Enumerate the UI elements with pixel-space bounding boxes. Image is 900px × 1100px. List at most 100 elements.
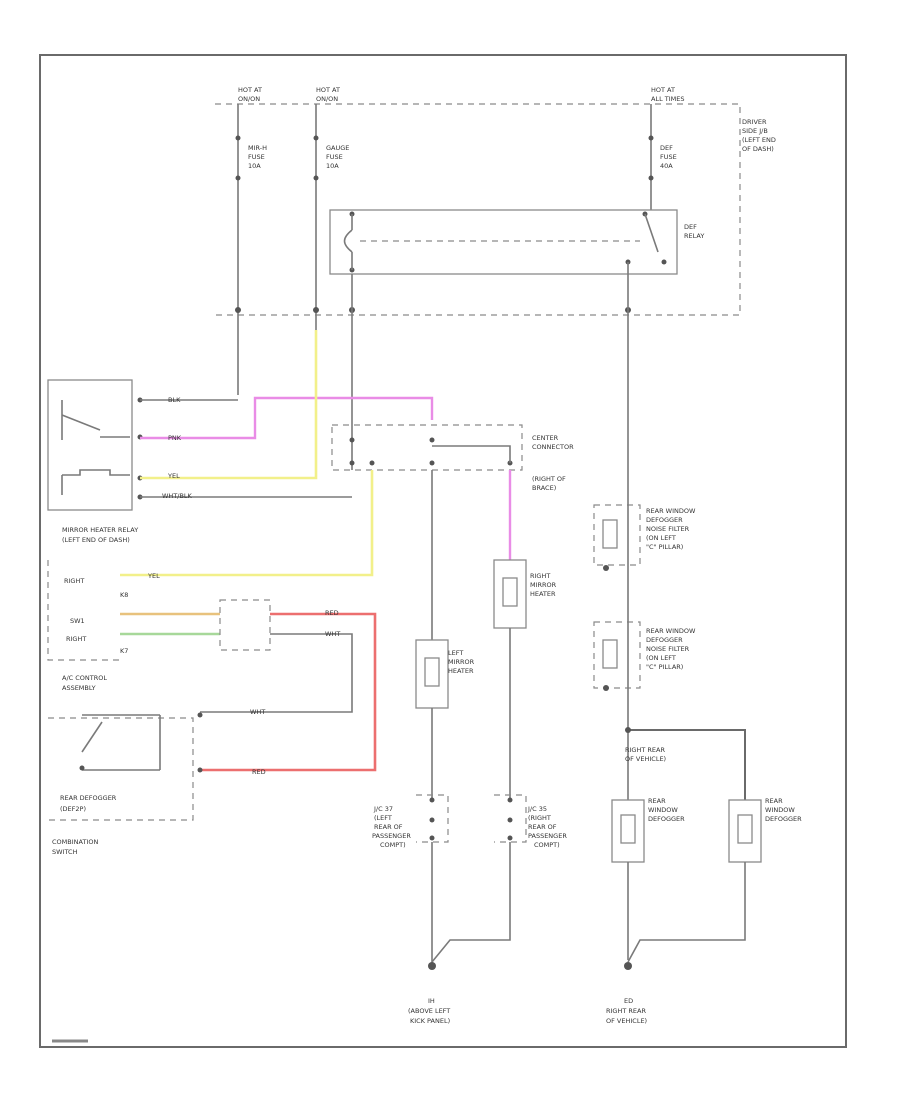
label-pin-right-2: RIGHT xyxy=(66,635,86,643)
label-driver-side-3: (LEFT END xyxy=(742,136,776,144)
label-pin-k7: K7 xyxy=(120,647,128,655)
label-wire-blk-1: BLK xyxy=(168,396,181,404)
label-center-conn-1: CENTER xyxy=(532,434,559,442)
center-connector xyxy=(331,424,523,471)
label-rwd-noise-2c: NOISE FILTER xyxy=(646,645,690,653)
label-jc-left-1: J/C 37 xyxy=(373,805,393,813)
label-rear-window-def-1a: REAR xyxy=(648,797,666,805)
label-jc-right-2: (RIGHT xyxy=(528,814,551,822)
label-ground-right-1: ED xyxy=(624,997,633,1005)
label-jc-right-3: REAR OF xyxy=(528,823,557,831)
label-wire-red-1: RED xyxy=(325,609,339,617)
label-ac-control-2: ASSEMBLY xyxy=(62,684,96,692)
label-center-conn-2: CONNECTOR xyxy=(532,443,574,451)
top-feed-wires xyxy=(235,104,654,470)
label-wire-wht-1: WHT xyxy=(325,630,340,638)
driver-side-jb-box xyxy=(215,103,741,316)
label-rwd-noise-2b: DEFOGGER xyxy=(646,636,683,644)
label-center-conn-4: BRACE) xyxy=(532,484,556,492)
label-hot-at-2: HOT AT xyxy=(316,86,340,94)
label-rwd-noise-1c: NOISE FILTER xyxy=(646,525,690,533)
label-ground-left-2: (ABOVE LEFT xyxy=(408,1007,450,1015)
diagram-frame xyxy=(39,54,847,1048)
label-rwd-noise-1b: DEFOGGER xyxy=(646,516,683,524)
label-fuse-mirh-2: FUSE xyxy=(248,153,265,161)
label-mirror-relay-1: MIRROR HEATER RELAY xyxy=(62,526,138,534)
label-rwd-noise-1a: REAR WINDOW xyxy=(646,507,696,515)
ground-ed xyxy=(624,962,632,970)
label-ground-right-2: RIGHT REAR xyxy=(606,1007,646,1015)
label-rwd-noise-2d: (ON LEFT xyxy=(646,654,676,662)
label-center-conn-3: (RIGHT OF xyxy=(532,475,566,483)
label-wire-pnk-1: PNK xyxy=(168,434,182,442)
label-pin-sw1: SW1 xyxy=(70,617,85,625)
label-driver-side-2: SIDE J/B xyxy=(742,127,768,135)
label-pin-k8: K8 xyxy=(120,591,128,599)
label-jc-left-3: REAR OF xyxy=(374,823,403,831)
label-rwd-noise-2e: "C" PILLAR) xyxy=(646,663,683,671)
label-rear-window-def-1c: DEFOGGER xyxy=(648,815,685,823)
label-ground-left-3: KICK PANEL) xyxy=(410,1017,450,1025)
label-right-mirror-3: HEATER xyxy=(530,590,556,598)
wire-yel-combo xyxy=(120,470,374,577)
label-combo-switch-2: SWITCH xyxy=(52,848,78,856)
label-rear-defogger-sw-2: (DEF2P) xyxy=(60,805,86,813)
right-mirror-heater xyxy=(493,559,527,800)
wire-yel-relay xyxy=(140,330,318,480)
label-rear-window-def-2a: REAR xyxy=(765,797,783,805)
label-driver-side-4: OF DASH) xyxy=(742,145,774,153)
label-rwd-noise-2a: REAR WINDOW xyxy=(646,627,696,635)
label-right-rear-2: OF VEHICLE) xyxy=(625,755,666,763)
label-pin-right: RIGHT xyxy=(64,577,84,585)
rear-window-defogger-noise-filter-1 xyxy=(593,500,641,620)
label-hot-at-3: HOT AT xyxy=(651,86,675,94)
label-fuse-gauge-2: FUSE xyxy=(326,153,343,161)
label-jc-right-5: COMPT) xyxy=(534,841,560,849)
label-ground-right-3: OF VEHICLE) xyxy=(606,1017,647,1025)
label-right-mirror-2: MIRROR xyxy=(530,581,557,589)
label-left-mirror-1: LEFT xyxy=(448,649,463,657)
label-jc-left-2: (LEFT xyxy=(374,814,392,822)
label-ac-control-1: A/C CONTROL xyxy=(62,674,107,682)
label-jc-right-4: PASSENGER xyxy=(528,832,567,840)
label-driver-side-1: DRIVER xyxy=(742,118,767,126)
label-rwd-noise-1e: "C" PILLAR) xyxy=(646,543,683,551)
label-rear-window-def-2c: DEFOGGER xyxy=(765,815,802,823)
label-fuse-def-3: 40A xyxy=(660,162,673,170)
label-wire-whtblk-1: WHT/BLK xyxy=(162,492,193,500)
label-hot-at-1b: ON/ON xyxy=(238,95,260,103)
mirror-heater-relay xyxy=(47,379,143,511)
jc-35 xyxy=(431,794,527,963)
label-fuse-def-2: FUSE xyxy=(660,153,677,161)
label-ground-left-1: IH xyxy=(428,997,435,1005)
label-hot-at-1: HOT AT xyxy=(238,86,262,94)
label-wire-red-2: RED xyxy=(252,768,266,776)
label-hot-at-3b: ALL TIMES xyxy=(651,95,684,103)
label-rwd-noise-1d: (ON LEFT xyxy=(646,534,676,542)
label-right-mirror-1: RIGHT xyxy=(530,572,550,580)
label-jc-left-4: PASSENGER xyxy=(372,832,411,840)
label-mirror-relay-2: (LEFT END OF DASH) xyxy=(62,536,130,544)
wire-pnk-relay xyxy=(140,396,434,440)
label-rear-defogger-sw-1: REAR DEFOGGER xyxy=(60,794,117,802)
left-mirror-heater xyxy=(415,639,449,800)
label-fuse-gauge-1: GAUGE xyxy=(326,144,349,152)
label-jc-left-5: COMPT) xyxy=(380,841,406,849)
jc-37 xyxy=(416,794,449,966)
rear-window-defogger-2 xyxy=(627,799,762,963)
label-rear-window-def-2b: WINDOW xyxy=(765,806,795,814)
label-wire-yel-1: YEL xyxy=(167,472,180,480)
label-def-relay-1: DEF xyxy=(684,223,697,231)
label-fuse-gauge-3: 10A xyxy=(326,162,339,170)
rear-window-defogger-noise-filter-2 xyxy=(593,620,641,800)
label-fuse-mirh-3: 10A xyxy=(248,162,261,170)
wire-blk-rear-split xyxy=(628,729,746,800)
label-fuse-mirh-1: MIR-H xyxy=(248,144,267,152)
ground-ih xyxy=(428,962,436,970)
label-wire-wht-2: WHT xyxy=(250,708,265,716)
label-rear-window-def-1b: WINDOW xyxy=(648,806,678,814)
combination-switch xyxy=(47,560,377,821)
label-hot-at-2b: ON/ON xyxy=(316,95,338,103)
